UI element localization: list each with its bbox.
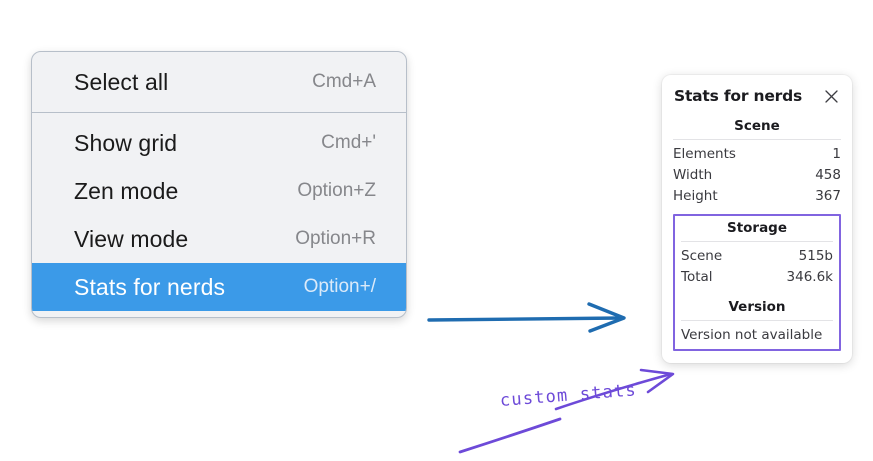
stat-value: 1 — [832, 145, 841, 162]
menu-item-show-grid[interactable]: Show grid Cmd+' — [32, 119, 406, 167]
menu-item-shortcut: Cmd+A — [312, 71, 376, 92]
stat-row-storage-scene: Scene 515b — [681, 245, 833, 266]
stat-value: 346.6k — [786, 268, 833, 285]
menu-item-stats-for-nerds[interactable]: Stats for nerds Option+/ — [32, 263, 406, 311]
annotation-label-custom-stats: custom stats — [499, 380, 638, 411]
stat-value: 367 — [815, 187, 841, 204]
scene-heading: Scene — [734, 118, 780, 134]
stat-row-width: Width 458 — [673, 164, 841, 185]
storage-divider — [681, 241, 833, 242]
scene-section: Scene Elements 1 Width 458 Height 367 — [673, 117, 841, 206]
menu-item-label: Select all — [74, 68, 169, 95]
menu-item-label: Stats for nerds — [74, 273, 226, 300]
stat-value: 515b — [798, 247, 833, 264]
storage-heading: Storage — [726, 220, 788, 236]
context-menu[interactable]: Select all Cmd+A Show grid Cmd+' Zen mod… — [31, 51, 407, 318]
menu-item-shortcut: Option+/ — [303, 276, 376, 297]
menu-item-shortcut: Option+Z — [297, 180, 376, 201]
version-divider — [681, 320, 833, 321]
menu-item-label: View mode — [74, 225, 189, 252]
scene-divider — [673, 139, 841, 140]
menu-item-zen-mode[interactable]: Zen mode Option+Z — [32, 167, 406, 215]
menu-item-shortcut: Cmd+' — [321, 132, 376, 153]
menu-separator — [32, 112, 406, 113]
purple-underline-stroke — [458, 417, 562, 454]
stat-key: Elements — [673, 145, 736, 162]
stat-key: Scene — [681, 247, 723, 264]
menu-item-select-all[interactable]: Select all Cmd+A — [32, 58, 406, 106]
stat-value: 458 — [815, 166, 841, 183]
custom-stats-section: Storage Scene 515b Total 346.6k Version … — [673, 214, 841, 351]
stat-key: Total — [681, 268, 713, 285]
version-note: Version not available — [681, 327, 823, 343]
menu-item-label: Zen mode — [74, 177, 179, 204]
menu-group-1: Select all Cmd+A — [32, 52, 406, 112]
stat-key: Height — [673, 187, 718, 204]
version-heading: Version — [728, 299, 786, 315]
stats-panel-title: Stats for nerds — [674, 87, 803, 105]
blue-arrow-menu-to-panel — [427, 302, 626, 333]
menu-item-shortcut: Option+R — [295, 228, 376, 249]
close-icon[interactable] — [823, 88, 840, 105]
menu-group-2: Show grid Cmd+' Zen mode Option+Z View m… — [32, 113, 406, 317]
stat-key: Width — [673, 166, 713, 183]
stat-row-storage-total: Total 346.6k — [681, 266, 833, 287]
stat-row-height: Height 367 — [673, 185, 841, 206]
menu-item-label: Show grid — [74, 129, 178, 156]
stats-for-nerds-panel: Stats for nerds Scene Elements 1 Width 4… — [662, 75, 852, 363]
stats-panel-titlebar: Stats for nerds — [673, 85, 841, 105]
menu-item-view-mode[interactable]: View mode Option+R — [32, 215, 406, 263]
stat-row-elements: Elements 1 — [673, 143, 841, 164]
